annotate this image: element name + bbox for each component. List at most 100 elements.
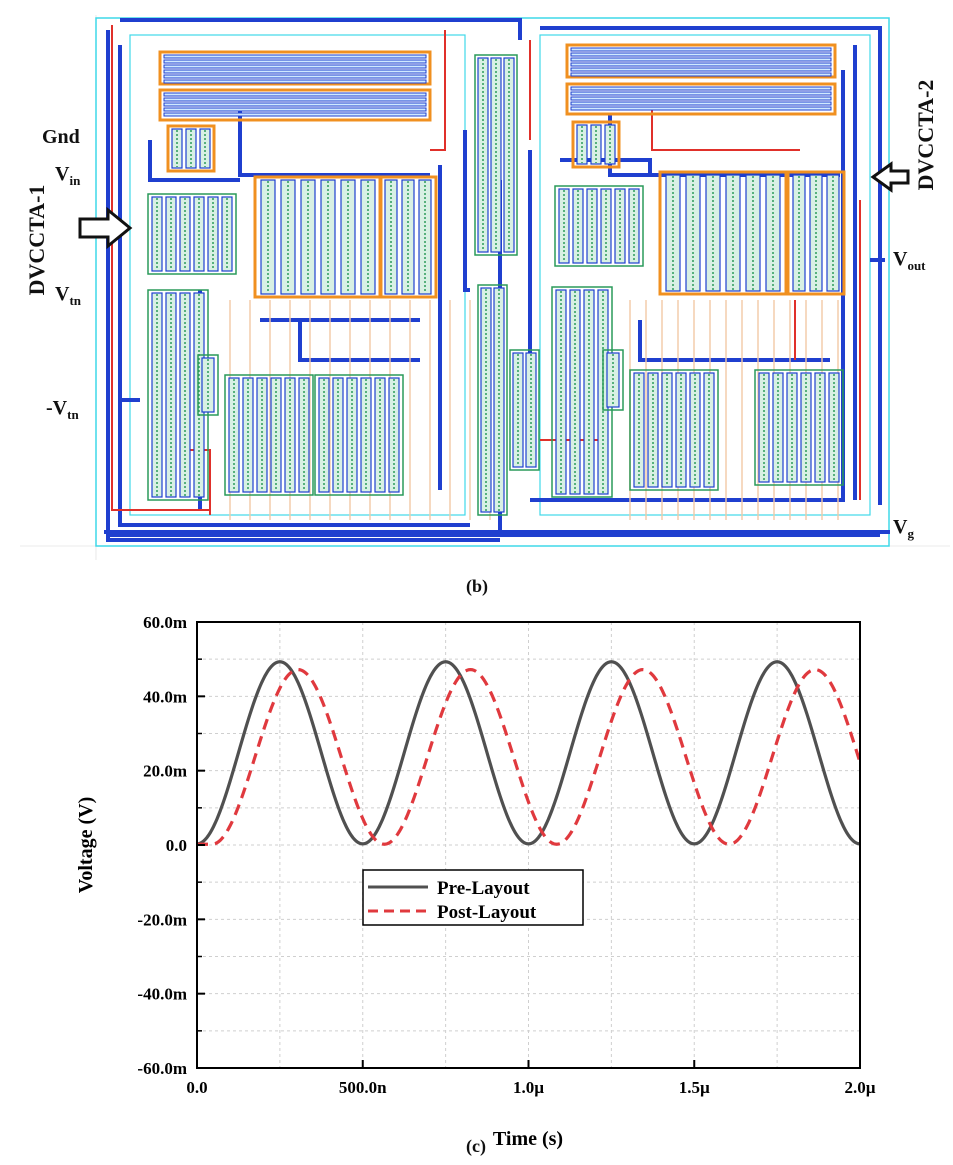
transistor-finger (480, 287, 492, 513)
transistor-group (629, 369, 719, 491)
diffusion-finger (163, 92, 427, 97)
series-line-post-layout (197, 667, 862, 846)
transistor-group (602, 349, 624, 411)
metal1-route (120, 18, 522, 40)
y-tick-label: -40.0m (137, 985, 187, 1004)
diffusion-finger (163, 69, 427, 74)
transistor-finger (590, 124, 602, 165)
diffusion-finger (570, 67, 832, 72)
transistor-finger (604, 124, 616, 165)
y-tick-label: -60.0m (137, 1059, 187, 1078)
x-tick-label: 2.0µ (844, 1078, 875, 1097)
layout-drawing: DVCCTA-1 DVCCTA-2 Gnd Vin Vtn -Vtn Vout … (20, 15, 950, 560)
diffusion-finger (570, 96, 832, 101)
diffusion-finger (163, 79, 427, 84)
y-tick-label: -20.0m (137, 910, 187, 929)
transistor-group (786, 170, 846, 296)
series-line-pre-layout (196, 660, 861, 846)
pin-vout-label: Vout (893, 248, 926, 273)
transistor-finger (576, 124, 588, 165)
pin-vtn-label: Vtn (55, 283, 82, 308)
transistor-group (477, 284, 508, 516)
metal2-route (430, 30, 446, 151)
diffusion-finger (163, 97, 427, 102)
diffusion-finger (570, 91, 832, 96)
diffusion-finger (570, 47, 832, 52)
transistor-finger (185, 128, 197, 169)
pin-neg-vtn-label: -Vtn (46, 397, 79, 422)
metal1-route (118, 45, 470, 527)
diffusion-finger (163, 107, 427, 112)
diffusion-finger (163, 102, 427, 107)
poly-block (565, 43, 837, 79)
transistor-finger (199, 128, 211, 169)
x-tick-label: 0.0 (186, 1078, 207, 1097)
transistor-group (754, 369, 844, 486)
y-tick-label: 0.0 (166, 836, 187, 855)
x-axis-title: Time (s) (493, 1128, 563, 1150)
x-tick-label: 1.5µ (679, 1078, 710, 1097)
pin-vin-label: Vin (55, 163, 81, 188)
legend-label-pre-layout: Pre-Layout (437, 878, 530, 899)
poly-block (158, 50, 432, 86)
transistor-group (554, 185, 644, 267)
dvccta2-arrow (870, 161, 910, 193)
diffusion-finger (163, 112, 427, 117)
dvccta1-label: DVCCTA-1 (24, 185, 49, 296)
diffusion-finger (163, 59, 427, 64)
x-tick-label: 500.0n (339, 1078, 387, 1097)
y-tick-label: 60.0m (143, 613, 187, 632)
diffusion-finger (570, 86, 832, 91)
pin-vg-label: Vg (893, 516, 914, 541)
y-tick-label: 20.0m (143, 762, 187, 781)
transistor-group (147, 193, 237, 275)
diffusion-finger (163, 74, 427, 79)
diffusion-finger (570, 72, 832, 77)
chart-legend: Pre-Layout Post-Layout (362, 869, 584, 926)
chart-series (196, 660, 862, 846)
y-axis-title: Voltage (V) (75, 797, 97, 893)
transistor-group (509, 349, 540, 471)
transistor-group (378, 175, 438, 299)
metal1-route (238, 110, 430, 177)
metal1-route (463, 130, 470, 292)
metal1-route (540, 26, 882, 505)
transistor-group (474, 54, 518, 256)
metal2-route (111, 25, 210, 511)
diffusion-finger (163, 64, 427, 69)
legend-box (362, 869, 584, 926)
transistor-finger (171, 128, 183, 169)
poly-block (565, 82, 837, 116)
metal1-route (148, 140, 240, 182)
poly-block (158, 88, 432, 122)
diffusion-finger (163, 54, 427, 59)
diffusion-finger (570, 101, 832, 106)
diffusion-finger (570, 52, 832, 57)
diffusion-finger (570, 57, 832, 62)
dvccta1-arrow (78, 206, 133, 250)
transistor-finger (493, 287, 505, 513)
pin-gnd-label: Gnd (42, 126, 80, 148)
transistor-group (571, 120, 621, 169)
diffusion-finger (570, 62, 832, 67)
metal1-route (298, 320, 420, 362)
legend-label-post-layout: Post-Layout (437, 902, 537, 923)
metal1-route (638, 320, 830, 362)
transistor-group (224, 374, 314, 496)
transistor-group (658, 170, 788, 296)
x-tick-label: 1.0µ (513, 1078, 544, 1097)
metal1-route (106, 30, 500, 542)
transistor-group (197, 354, 219, 416)
transistor-group (314, 374, 404, 496)
dvccta2-label: DVCCTA-2 (913, 80, 938, 191)
diffusion-finger (570, 106, 832, 111)
ic-layout-panel: DVCCTA-1 DVCCTA-2 Gnd Vin Vtn -Vtn Vout … (0, 0, 953, 570)
caption-c: (c) (466, 1136, 486, 1156)
layout-devices (147, 43, 846, 516)
caption-b: (b) (466, 576, 488, 596)
metal1-route (608, 115, 840, 177)
metal1-route (560, 158, 652, 175)
